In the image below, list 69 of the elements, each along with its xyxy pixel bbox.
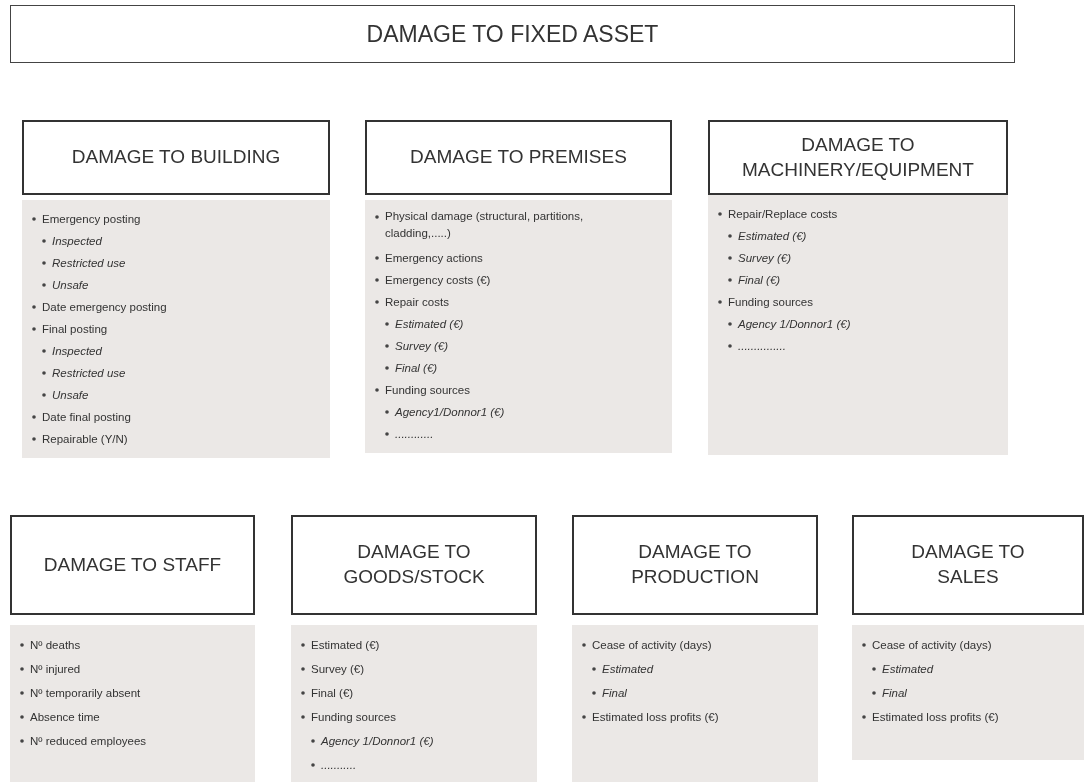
list-panel xyxy=(852,625,1084,760)
heading-box xyxy=(365,120,672,195)
list-item: Estimated loss profits (€) xyxy=(872,711,999,723)
heading-text: DAMAGE TO PRODUCTION xyxy=(630,540,760,589)
list-item: Final (€) xyxy=(738,274,781,286)
list-item: Estimated (€) xyxy=(738,230,807,242)
heading-box xyxy=(572,515,818,615)
list-panel xyxy=(22,200,330,458)
list-item: Emergency costs (€) xyxy=(385,274,491,286)
list-item: ............ xyxy=(395,428,434,440)
list-item: Nº deaths xyxy=(30,639,81,651)
list-item: Agency 1/Donnor1 (€) xyxy=(738,318,851,330)
list-item: Unsafe xyxy=(52,279,89,291)
list-item: Final (€) xyxy=(395,362,438,374)
list-panel xyxy=(10,625,255,782)
list-item: Estimated xyxy=(882,663,934,675)
list-panel xyxy=(291,625,537,782)
list-item: Funding sources xyxy=(311,711,397,723)
heading-box xyxy=(708,120,1008,195)
heading-text: DAMAGE TO STAFF xyxy=(43,552,222,577)
title-box: DAMAGE TO FIXED ASSET xyxy=(10,5,1015,63)
list-panel xyxy=(572,625,818,782)
list-item: Repairable (Y/N) xyxy=(42,433,128,445)
list-item: Inspected xyxy=(52,235,102,247)
list-item: Cease of activity (days) xyxy=(592,639,712,651)
list-item: Date final posting xyxy=(42,411,131,423)
heading-text: DAMAGE TO GOODS/STOCK xyxy=(342,540,486,589)
list-item: Emergency posting xyxy=(42,213,141,225)
list-item: Nº injured xyxy=(30,663,81,675)
heading-text: DAMAGE TO BUILDING xyxy=(71,145,281,170)
list-item: Nº reduced employees xyxy=(30,735,147,747)
list-item: ........... xyxy=(321,759,357,771)
list-item: Final xyxy=(882,687,907,699)
list-item: Unsafe xyxy=(52,389,89,401)
list-item: Repair/Replace costs xyxy=(728,208,838,220)
list-item: Survey (€) xyxy=(395,340,449,352)
list-item: Estimated loss profits (€) xyxy=(592,711,719,723)
list-item: Agency 1/Donnor1 (€) xyxy=(321,735,434,747)
list-item: Final posting xyxy=(42,323,108,335)
list-item: Final xyxy=(602,687,627,699)
list-item: Inspected xyxy=(52,345,102,357)
heading-text: DAMAGE TO PREMISES xyxy=(410,145,627,170)
list-item: Restricted use xyxy=(52,367,126,379)
list-item: Restricted use xyxy=(52,257,126,269)
list-item: Estimated (€) xyxy=(395,318,464,330)
list-item: Survey (€) xyxy=(311,663,365,675)
list-item: Emergency actions xyxy=(385,252,483,264)
list-item: Final (€) xyxy=(311,687,354,699)
heading-box xyxy=(852,515,1084,615)
list-item: Nº temporarily absent xyxy=(30,687,141,699)
list-item: Estimated xyxy=(602,663,654,675)
heading-text: DAMAGE TO SALES xyxy=(910,540,1026,589)
list-item: Date emergency posting xyxy=(42,301,167,313)
list-panel xyxy=(708,195,1008,455)
list-panel xyxy=(365,200,672,453)
list-item: Funding sources xyxy=(385,384,471,396)
heading-box xyxy=(291,515,537,615)
list-item: Absence time xyxy=(30,711,100,723)
list-item: ............... xyxy=(738,340,786,352)
list-item: Funding sources xyxy=(728,296,814,308)
list-item: Estimated (€) xyxy=(311,639,380,651)
list-item: Cease of activity (days) xyxy=(872,639,992,651)
heading-box xyxy=(10,515,255,615)
heading-box xyxy=(22,120,330,195)
list-item: Agency1/Donnor1 (€) xyxy=(395,406,505,418)
list-item: Survey (€) xyxy=(738,252,792,264)
list-item: Repair costs xyxy=(385,296,449,308)
heading-text: DAMAGE TO MACHINERY/EQUIPMENT xyxy=(741,132,975,182)
list-item: Physical damage (structural, partitions, cladding,.....) xyxy=(385,210,584,239)
